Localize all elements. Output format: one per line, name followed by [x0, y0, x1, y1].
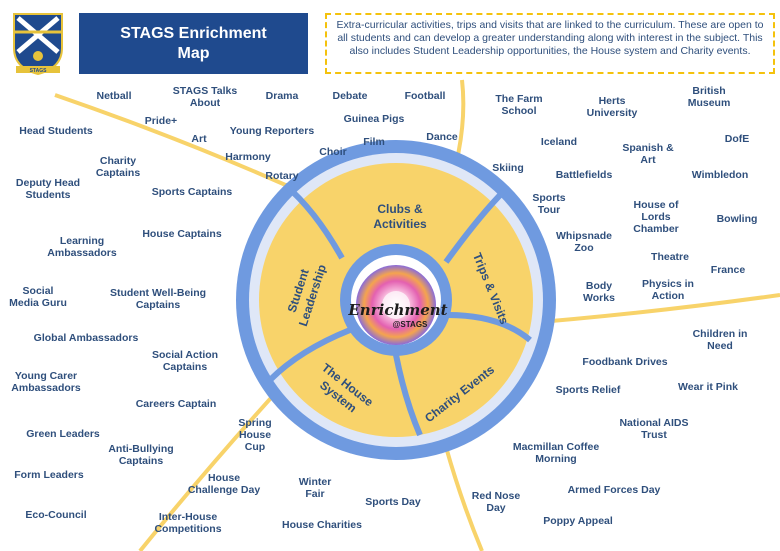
- center-logo-script: Enrichment: [347, 301, 447, 319]
- crest-motto: STAGS: [30, 68, 48, 74]
- leadership-item: Young Carer Ambassadors: [11, 369, 81, 394]
- clubs-item: Football: [404, 89, 446, 102]
- clubs-item: Harmony: [225, 150, 271, 163]
- clubs-item: Young Reporters: [229, 124, 315, 137]
- charity-item: Red Nose Day: [471, 489, 521, 514]
- house-item: Spring House Cup: [238, 416, 272, 454]
- trips-item: Theatre: [651, 250, 689, 263]
- leadership-item: Global Ambassadors: [33, 331, 139, 344]
- clubs-item: Drama: [265, 89, 299, 102]
- house-item: House Charities: [282, 518, 362, 531]
- center-logo-sub: @STAGS: [393, 320, 428, 329]
- house-item: Winter Fair: [298, 475, 332, 500]
- leadership-item: Social Action Captains: [151, 348, 219, 373]
- title-banner: STAGS Enrichment Map: [79, 13, 308, 74]
- leadership-item: House Captains: [142, 227, 222, 240]
- house-item: Sports Day: [365, 495, 421, 508]
- clubs-item: Rotary: [265, 169, 299, 182]
- charity-item: National AIDS Trust: [619, 416, 689, 441]
- trips-item: Battlefields: [555, 168, 613, 181]
- leadership-item: Student Well-Being Captains: [109, 286, 207, 311]
- description-text: Extra-curricular activities, trips and v…: [336, 19, 764, 57]
- trips-item: British Museum: [687, 84, 731, 109]
- leadership-item: Head Students: [19, 124, 93, 137]
- leadership-item: Eco-Council: [25, 508, 87, 521]
- clubs-item: Art: [191, 132, 207, 145]
- trips-item: Wimbledon: [691, 168, 749, 181]
- clubs-item: Guinea Pigs: [343, 112, 405, 125]
- clubs-item: Pride+: [144, 114, 178, 127]
- charity-item: Macmillan Coffee Morning: [512, 440, 600, 465]
- charity-item: Foodbank Drives: [582, 355, 668, 368]
- charity-item: Poppy Appeal: [543, 514, 613, 527]
- leadership-item: Green Leaders: [26, 427, 100, 440]
- house-item: Inter-House Competitions: [154, 510, 222, 535]
- trips-item: Whipsnade Zoo: [555, 229, 613, 254]
- leadership-item: Sports Captains: [151, 185, 233, 198]
- clubs-item: Debate: [332, 89, 368, 102]
- leadership-item: Deputy Head Students: [15, 176, 81, 201]
- trips-item: Spanish & Art: [622, 141, 674, 166]
- clubs-item: Netball: [96, 89, 132, 102]
- trips-item: House of Lords Chamber: [633, 198, 679, 236]
- trips-item: Herts University: [586, 94, 638, 119]
- clubs-item: Dance: [426, 130, 458, 143]
- trips-item: DofE: [724, 132, 750, 145]
- trips-item: Sports Tour: [532, 191, 566, 216]
- leadership-item: Careers Captain: [135, 397, 217, 410]
- description-box: Extra-curricular activities, trips and v…: [325, 13, 775, 74]
- trips-item: Iceland: [540, 135, 578, 148]
- trips-item: France: [710, 263, 746, 276]
- charity-item: Sports Relief: [555, 383, 621, 396]
- house-item: House Challenge Day: [187, 471, 261, 496]
- page-title: STAGS Enrichment Map: [120, 24, 267, 62]
- trips-item: Skiing: [492, 161, 524, 174]
- trips-item: The Farm School: [495, 92, 543, 117]
- charity-item: Children in Need: [692, 327, 748, 352]
- clubs-item: Choir: [319, 145, 347, 158]
- trips-item: Bowling: [716, 212, 758, 225]
- segment-separators: [267, 182, 532, 437]
- leadership-item: Form Leaders: [14, 468, 84, 481]
- leadership-item: Anti-Bullying Captains: [108, 442, 174, 467]
- leadership-item: Charity Captains: [95, 154, 141, 179]
- trips-item: Physics in Action: [642, 277, 694, 302]
- leadership-item: Learning Ambassadors: [47, 234, 117, 259]
- charity-item: Armed Forces Day: [567, 483, 661, 496]
- segment-clubs-label: Clubs &Activities: [373, 202, 427, 231]
- charity-item: Wear it Pink: [678, 380, 738, 393]
- center-logo-core: [382, 291, 410, 319]
- leadership-item: Social Media Guru: [9, 284, 67, 309]
- trips-item: Body Works: [583, 279, 615, 304]
- school-crest-icon: STAGS: [13, 13, 63, 76]
- clubs-item: Film: [363, 135, 385, 148]
- clubs-item: STAGS Talks About: [172, 84, 238, 109]
